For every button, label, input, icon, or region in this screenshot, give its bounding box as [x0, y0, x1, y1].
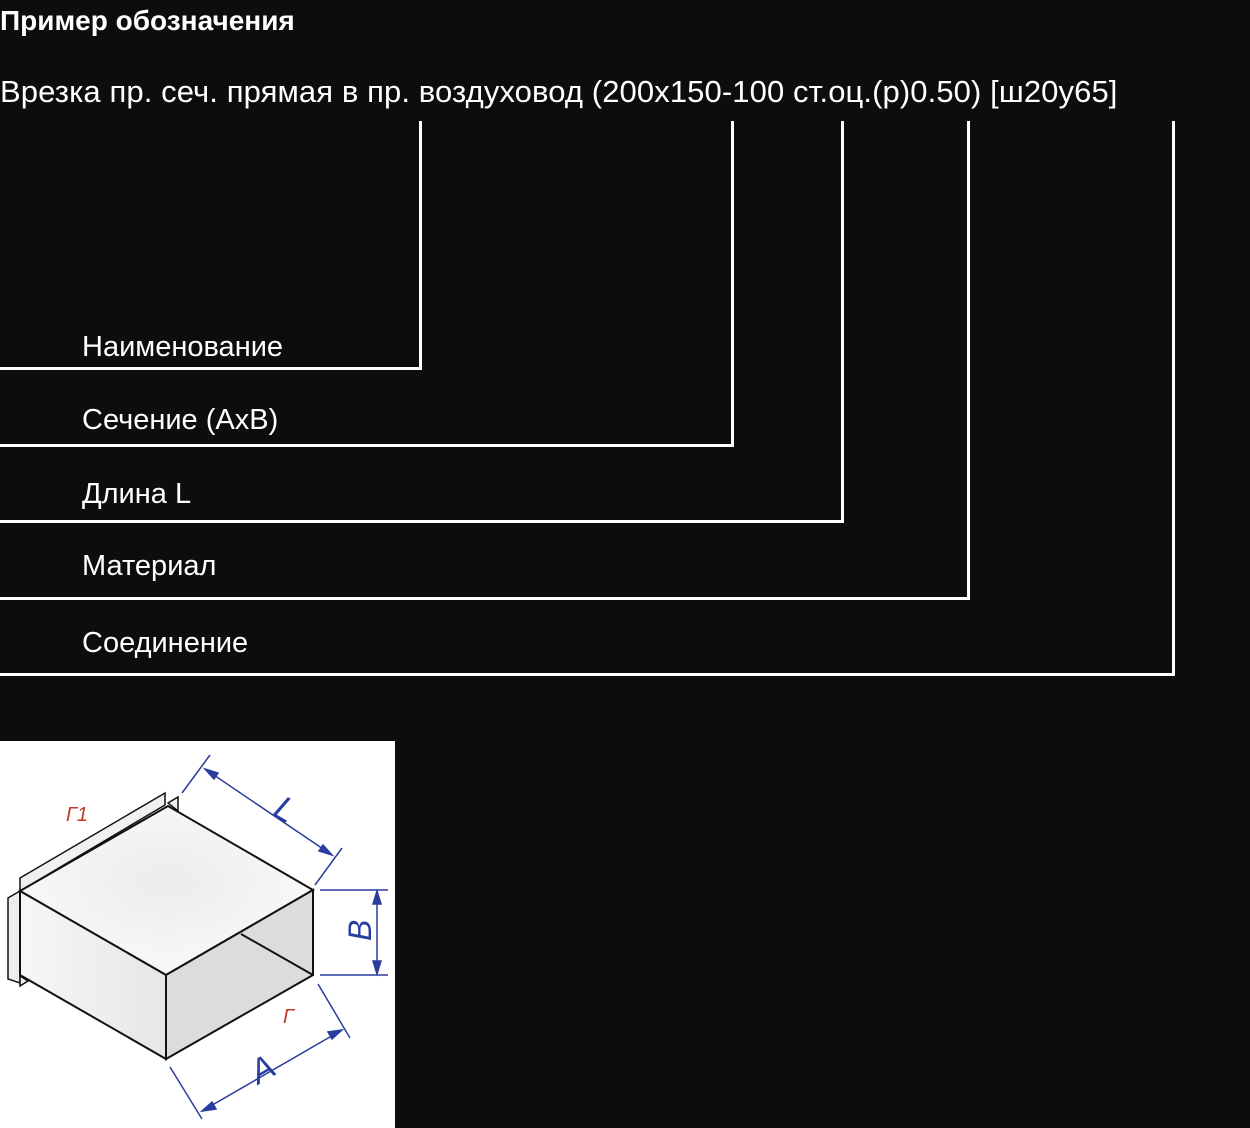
dimension-label-width: A [242, 1047, 282, 1092]
connector-section-vertical [731, 121, 734, 447]
dimension-label-length: L [267, 789, 302, 831]
duct-drawing-icon: L B A Г1 Г [7, 754, 388, 1120]
flange-label-1: Г1 [66, 804, 88, 826]
designation-example: Врезка пр. сеч. прямая в пр. воздуховод … [0, 74, 1118, 109]
connector-material-horizontal [0, 597, 970, 600]
flange-label: Г [283, 1006, 296, 1028]
connector-name-vertical [419, 121, 422, 370]
legend-label-name: Наименование [82, 331, 284, 363]
connector-connection-horizontal [0, 673, 1175, 676]
connector-length-vertical [841, 121, 844, 523]
legend-label-length: Длина L [82, 478, 192, 510]
connector-material-vertical [967, 121, 970, 600]
connector-section-horizontal [0, 444, 734, 447]
dimension-label-height: B [342, 920, 378, 941]
legend-label-section: Сечение (AxB) [82, 404, 279, 436]
duct-isometric-figure: L B A Г1 Г [0, 741, 395, 1128]
connector-length-horizontal [0, 520, 844, 523]
legend-label-connection: Соединение [82, 627, 249, 659]
connector-name-horizontal [0, 367, 422, 370]
page-title: Пример обозначения [0, 5, 295, 36]
legend-label-material: Материал [82, 550, 217, 582]
connector-connection-vertical [1172, 121, 1175, 676]
